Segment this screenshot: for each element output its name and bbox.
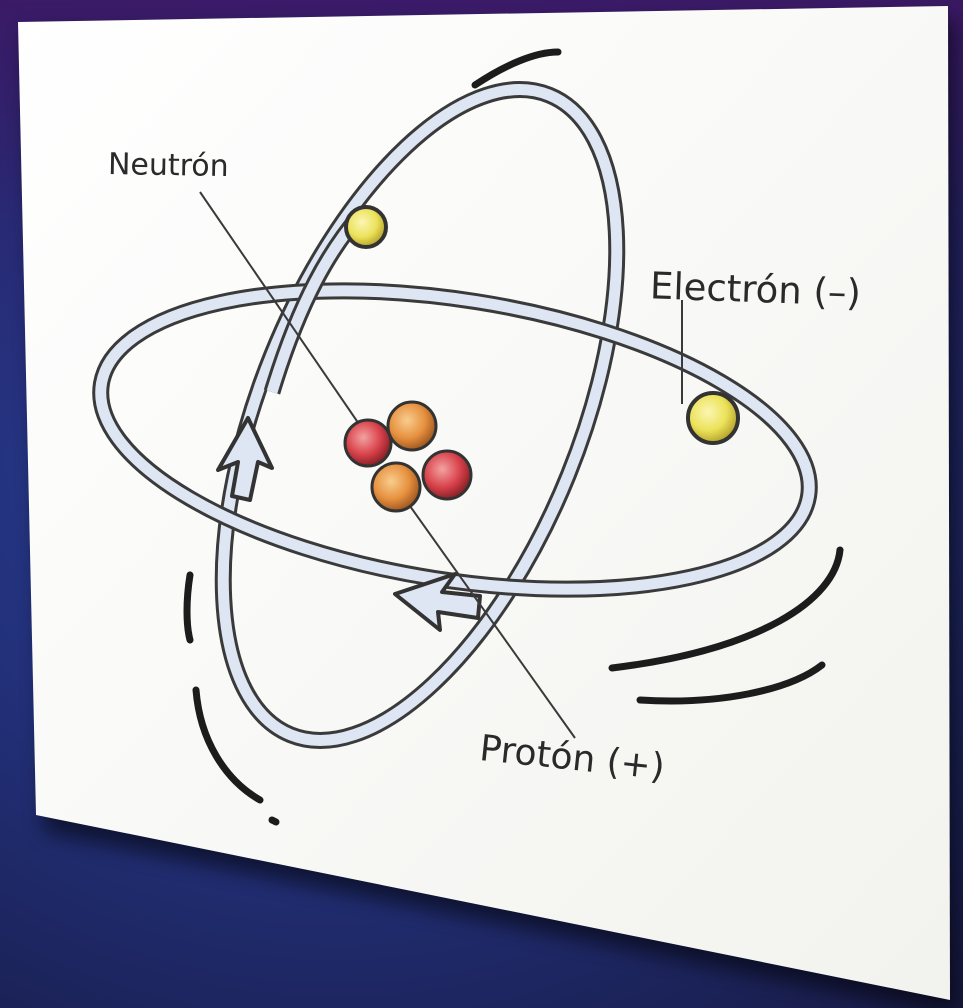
proton-particle	[370, 461, 422, 513]
nucleus	[343, 400, 473, 513]
electron-right	[686, 391, 740, 445]
proton-particle	[386, 400, 438, 452]
neutron-label: Neutrón	[107, 146, 230, 185]
electron-top	[344, 205, 388, 249]
vertical-orbit-arrow	[216, 416, 274, 502]
horizontal-orbit-arrow	[393, 572, 482, 632]
motion-lines	[183, 48, 844, 826]
neutron-particle	[343, 418, 393, 468]
pointer-lines	[199, 191, 683, 739]
vertical-orbit	[214, 81, 626, 749]
neutron-particle	[421, 449, 473, 501]
diagram-panel	[18, 6, 950, 1000]
electron-label: Electrón (–)	[649, 264, 862, 315]
horizontal-orbit	[92, 282, 818, 598]
